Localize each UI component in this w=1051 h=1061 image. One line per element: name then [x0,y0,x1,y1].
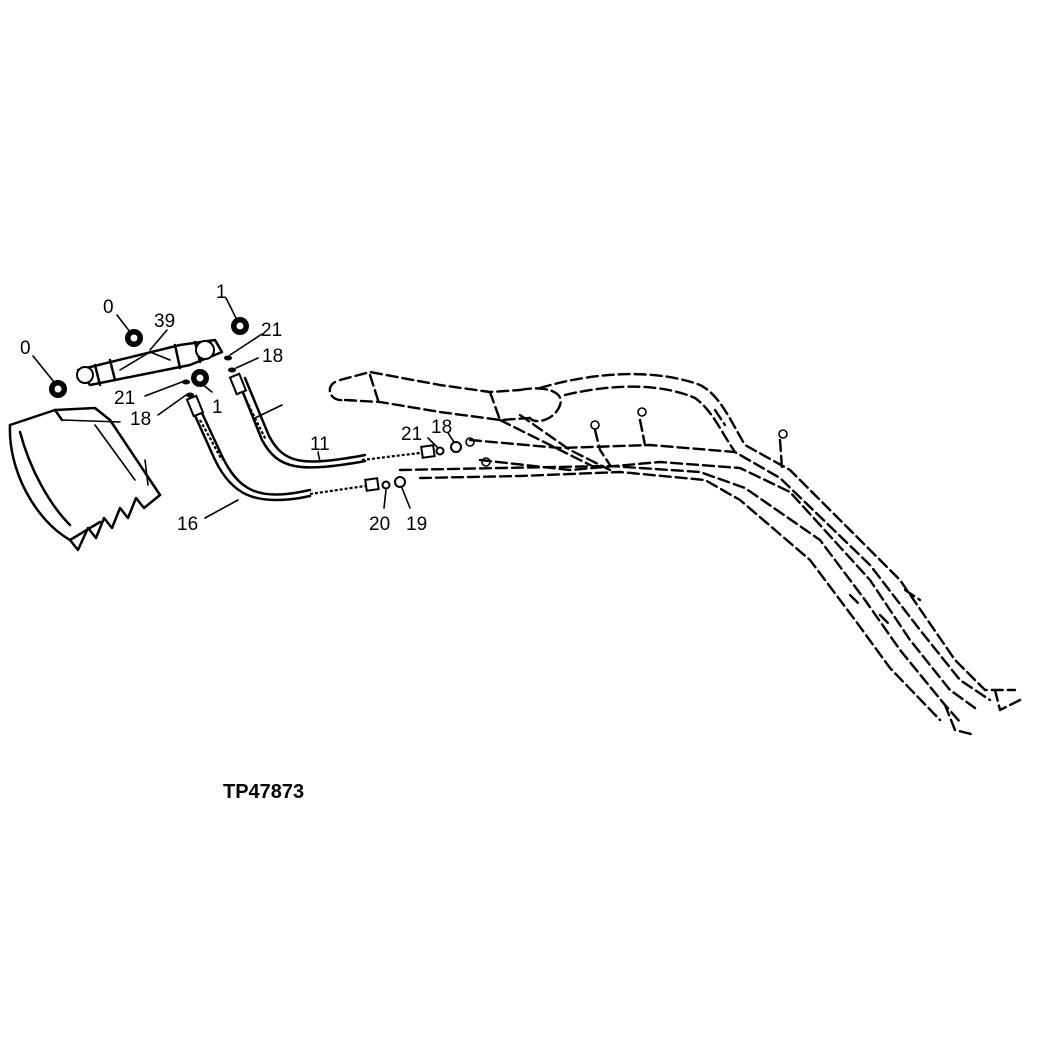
callout-20: 20 [369,514,390,535]
o-ring-21-right [224,355,232,361]
callout-21-left: 21 [114,388,135,409]
leader-lines [32,297,455,519]
callout-21-mid: 21 [401,424,422,445]
callout-18-mid: 18 [431,417,452,438]
callout-1-top: 1 [216,282,227,303]
callout-21-right: 21 [261,320,282,341]
o-ring-18-left [186,392,194,398]
callout-16: 16 [177,514,198,535]
o-ring-21-mid [435,446,445,456]
callout-1-mid: 1 [212,397,223,418]
o-ring-19 [394,476,406,488]
o-ring-21-left [182,379,190,385]
o-ring-18-right [228,367,236,373]
callout-0-upper: 0 [103,297,114,318]
callout-labels: 0 0 39 1 21 18 21 18 1 11 16 21 18 20 19 [20,282,452,535]
hose-16 [185,394,380,502]
bucket [8,406,162,552]
callout-18-right: 18 [262,346,283,367]
callout-19: 19 [406,514,427,535]
figure-id: TP47873 [223,781,304,803]
callout-18-left: 18 [130,409,151,430]
bucket-cylinder-linkage [76,338,224,387]
hose-11 [228,372,436,469]
o-ring-18-mid [450,441,462,453]
callout-39: 39 [154,311,175,332]
callout-11: 11 [310,434,330,455]
o-ring-20 [381,480,391,490]
callout-0-left: 0 [20,338,31,359]
arm-and-boom-phantom [328,370,1022,737]
